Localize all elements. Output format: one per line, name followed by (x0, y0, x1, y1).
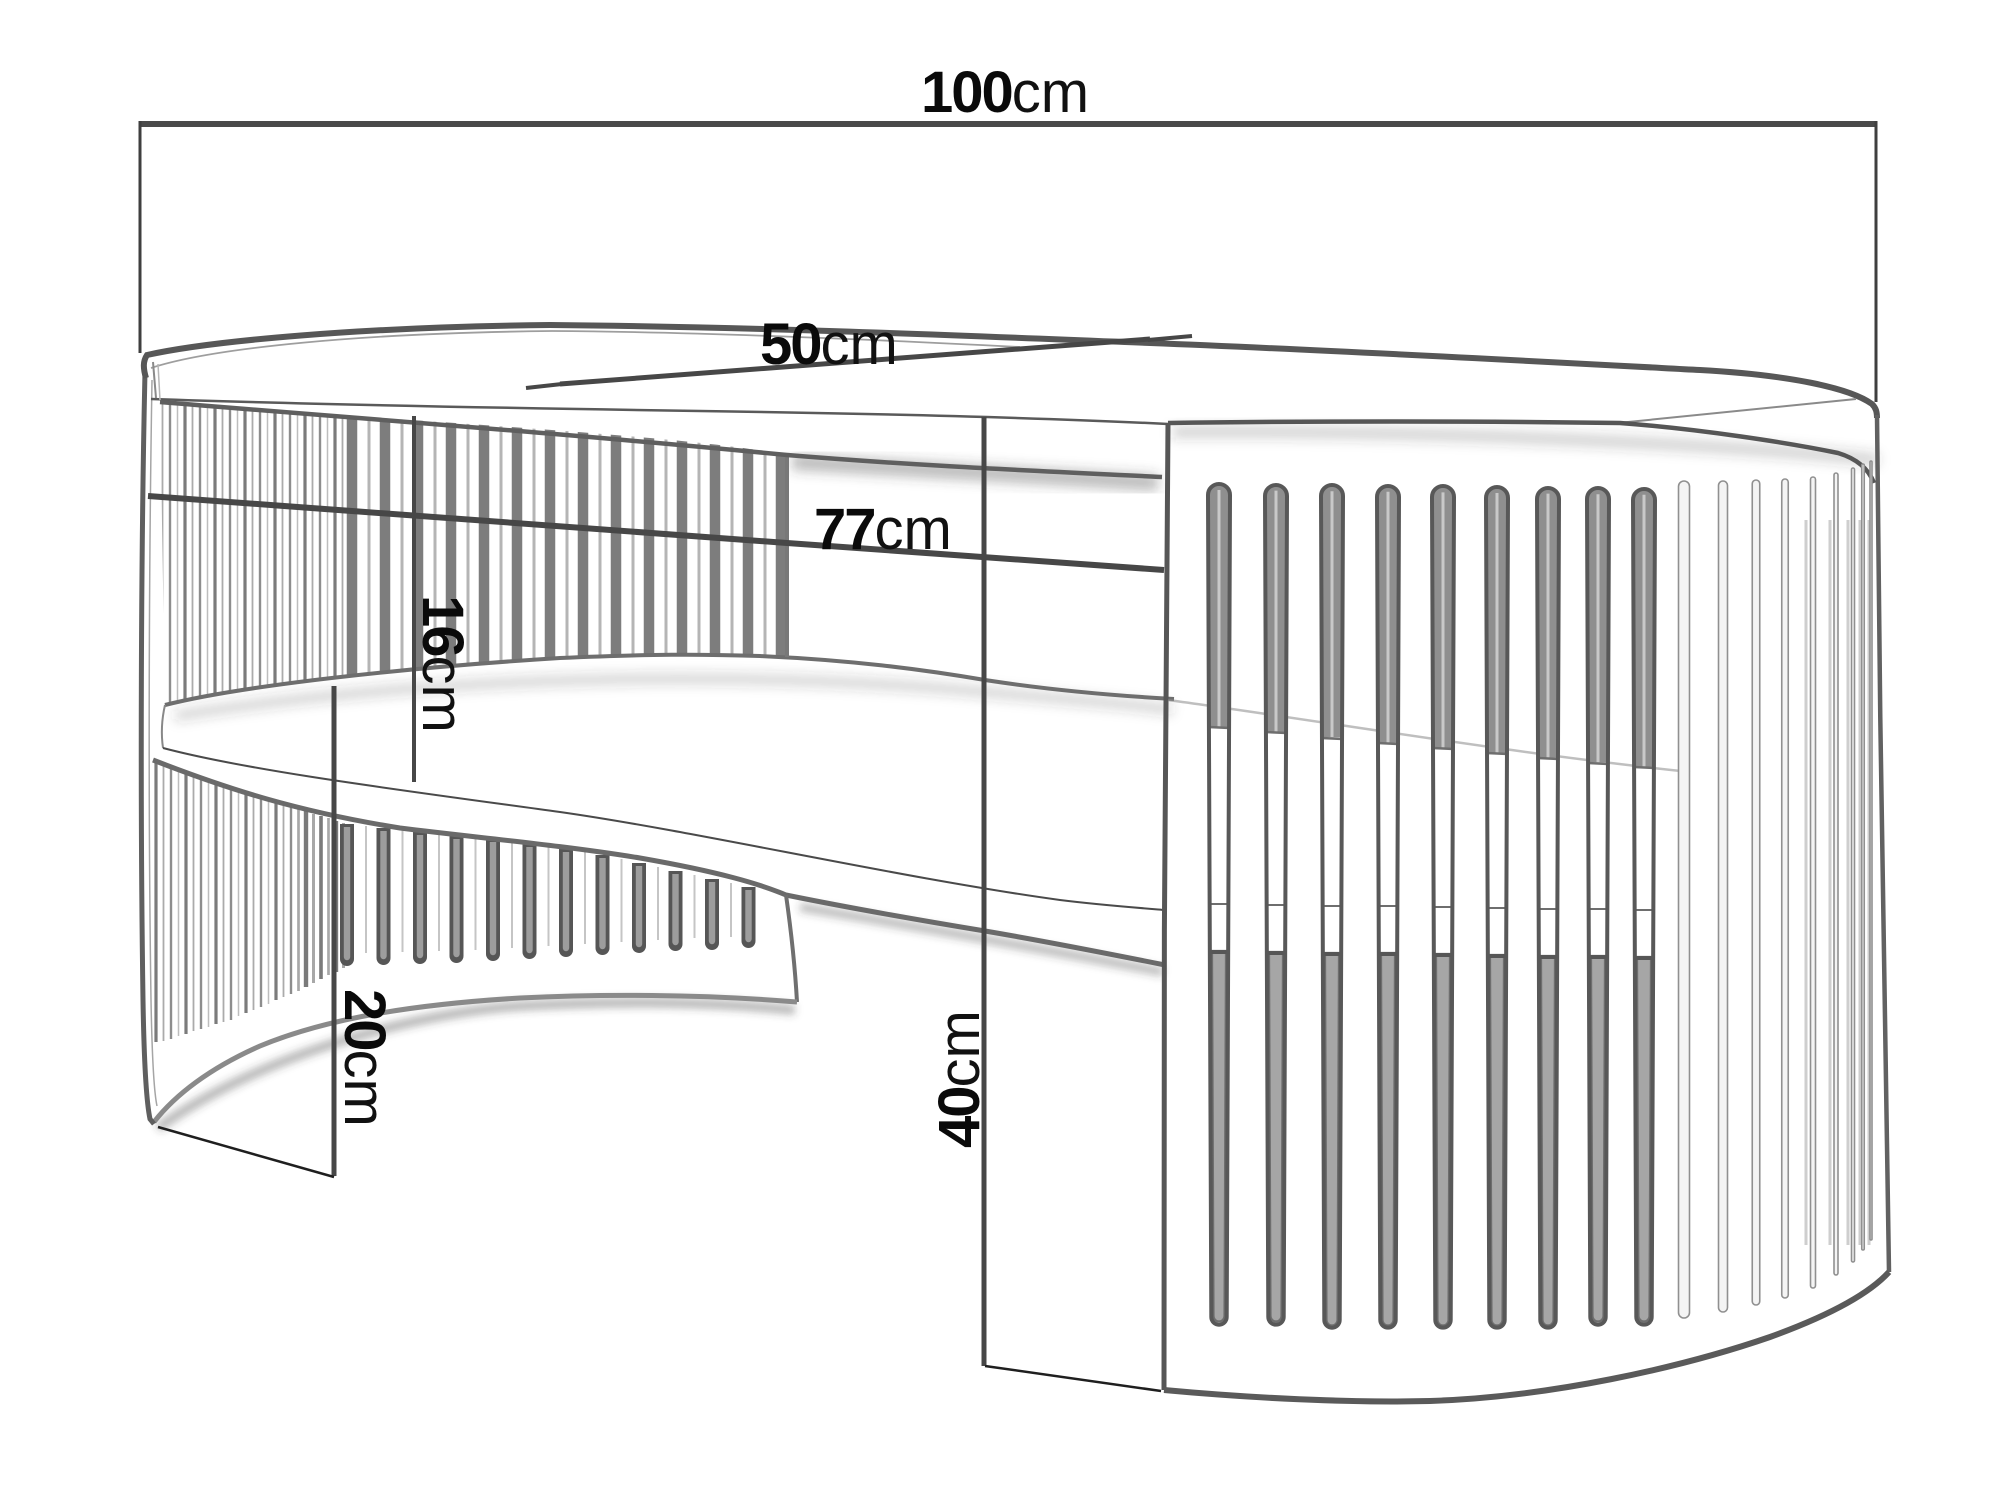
svg-text:16cm: 16cm (410, 595, 475, 733)
svg-text:77cm: 77cm (814, 497, 952, 562)
svg-text:20cm: 20cm (332, 989, 397, 1127)
svg-text:100cm: 100cm (921, 60, 1089, 125)
svg-text:40cm: 40cm (927, 1010, 992, 1148)
svg-text:50cm: 50cm (760, 312, 898, 377)
